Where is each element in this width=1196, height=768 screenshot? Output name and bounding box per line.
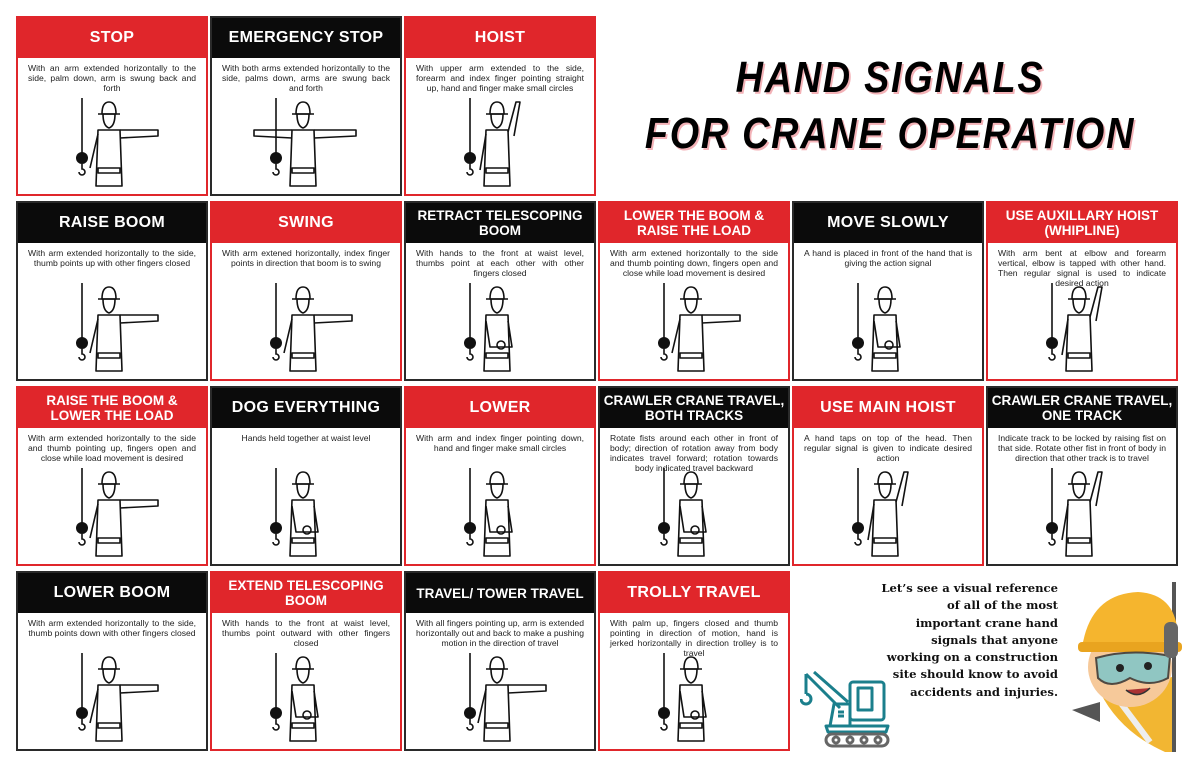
crawler-crane-icon xyxy=(800,670,890,748)
crane-signal-illustration xyxy=(1046,468,1103,557)
signal-card: USE AUXILLARY HOIST (WHIPLINE) With arm b… xyxy=(986,201,1178,381)
signal-card-title: RAISE BOOM xyxy=(18,203,206,243)
worker-mascot-image xyxy=(1072,582,1182,752)
crane-signal-illustration xyxy=(270,468,319,557)
signal-card-title: CRAWLER CRANE TRAVEL, ONE TRACK xyxy=(988,388,1176,428)
signal-card-title: DOG EVERYTHING xyxy=(212,388,400,428)
signal-card-title: EXTEND TELESCOPING BOOM xyxy=(212,573,400,613)
signal-card-title: TRAVEL/ TOWER TRAVEL xyxy=(406,573,594,613)
signal-card-description: With upper arm extended to the side, for… xyxy=(416,63,584,93)
crane-signal-illustration xyxy=(464,283,513,372)
crane-signal-illustration xyxy=(1046,283,1103,372)
signal-card-description: A hand taps on top of the head. Then reg… xyxy=(804,433,972,463)
signal-card-description: With all fingers pointing up, arm is ext… xyxy=(416,618,584,648)
signal-card-description: With arm extended horizontally to the si… xyxy=(28,618,196,638)
signal-card-description: With palm up, fingers closed and thumb p… xyxy=(610,618,778,658)
signal-card: USE MAIN HOIST A hand taps on top of the … xyxy=(792,386,984,566)
signal-card: EXTEND TELESCOPING BOOM With hands to the… xyxy=(210,571,402,751)
signal-card-title: USE AUXILLARY HOIST (WHIPLINE) xyxy=(988,203,1176,243)
signal-card-description: With arm and index finger pointing down,… xyxy=(416,433,584,453)
crane-signal-illustration xyxy=(658,653,707,742)
crane-signal-illustration xyxy=(658,283,741,372)
signal-card: SWING With arm extened horizontally, inde… xyxy=(210,201,402,381)
signal-card: MOVE SLOWLY A hand is placed in front of … xyxy=(792,201,984,381)
signal-card: LOWER With arm and index finger pointing … xyxy=(404,386,596,566)
intro-blurb: Let’s see a visual reference of all of t… xyxy=(881,581,1058,699)
signal-card-title: CRAWLER CRANE TRAVEL, BOTH TRACKS xyxy=(600,388,788,428)
signal-card-description: With arm extended horizontally to the si… xyxy=(28,248,196,268)
signal-card-description: With arm extened horizontally to the sid… xyxy=(610,248,778,278)
signal-card-title: LOWER BOOM xyxy=(18,573,206,613)
crane-signal-illustration xyxy=(270,283,353,372)
signal-card: CRAWLER CRANE TRAVEL, BOTH TRACKS Rotate … xyxy=(598,386,790,566)
crane-signal-illustration xyxy=(270,653,319,742)
signal-card-title: LOWER xyxy=(406,388,594,428)
crane-signal-illustration xyxy=(464,468,513,557)
signal-card: EMERGENCY STOP With both arms extended ho… xyxy=(210,16,402,196)
signal-card-title: HOIST xyxy=(406,18,594,58)
page-title: HAND SIGNALS FOR CRANE OPERATION xyxy=(641,50,1140,162)
title-line-2: FOR CRANE OPERATION xyxy=(644,109,1136,158)
crane-signal-illustration xyxy=(76,653,159,742)
signal-card-title: RETRACT TELESCOPING BOOM xyxy=(406,203,594,243)
crane-signal-illustration xyxy=(464,98,521,187)
crane-signal-illustration xyxy=(253,98,357,187)
crane-signal-illustration xyxy=(76,468,159,557)
signal-card-description: With an arm extended horizontally to the… xyxy=(28,63,196,93)
signal-card: STOP With an arm extended horizontally to… xyxy=(16,16,208,196)
signal-card-description: Indicate track to be locked by raising f… xyxy=(998,433,1166,463)
signal-card: LOWER BOOM With arm extended horizontally… xyxy=(16,571,208,751)
signal-card: RETRACT TELESCOPING BOOM With hands to th… xyxy=(404,201,596,381)
signal-card-description: A hand is placed in front of the hand th… xyxy=(804,248,972,268)
signal-card-title: MOVE SLOWLY xyxy=(794,203,982,243)
signal-card-description: Rotate fists around each other in front … xyxy=(610,433,778,473)
crane-signal-illustration xyxy=(658,468,707,557)
signal-card-description: With arm bent at elbow and forearm verti… xyxy=(998,248,1166,288)
signal-card: DOG EVERYTHING Hands held together at wai… xyxy=(210,386,402,566)
signal-card: LOWER THE BOOM & RAISE THE LOAD With arm … xyxy=(598,201,790,381)
signal-card-title: SWING xyxy=(212,203,400,243)
signal-card-description: With arm extended horizontally to the si… xyxy=(28,433,196,463)
crane-signal-illustration xyxy=(852,283,901,372)
signal-card-title: EMERGENCY STOP xyxy=(212,18,400,58)
signal-card: TRAVEL/ TOWER TRAVEL With all fingers poi… xyxy=(404,571,596,751)
signal-card-description: With both arms extended horizontally to … xyxy=(222,63,390,93)
signal-card-description: With hands to the front at waist level, … xyxy=(222,618,390,648)
signal-card-description: With hands to the front at waist level, … xyxy=(416,248,584,278)
signal-card-title: STOP xyxy=(18,18,206,58)
signal-card-title: USE MAIN HOIST xyxy=(794,388,982,428)
signal-card-description: With arm extened horizontally, index fin… xyxy=(222,248,390,268)
signal-card: RAISE THE BOOM & LOWER THE LOAD With arm … xyxy=(16,386,208,566)
signal-card-title: TROLLY TRAVEL xyxy=(600,573,788,613)
signal-card: CRAWLER CRANE TRAVEL, ONE TRACK Indicate … xyxy=(986,386,1178,566)
crane-signal-illustration xyxy=(76,98,159,187)
signal-card: RAISE BOOM With arm extended horizontally… xyxy=(16,201,208,381)
crane-signal-illustration xyxy=(76,283,159,372)
crane-signal-illustration xyxy=(464,653,547,742)
signal-card-title: RAISE THE BOOM & LOWER THE LOAD xyxy=(18,388,206,428)
signal-card: HOIST With upper arm extended to the side… xyxy=(404,16,596,196)
crane-signal-illustration xyxy=(852,468,909,557)
signal-card: TROLLY TRAVEL With palm up, fingers close… xyxy=(598,571,790,751)
title-line-1: HAND SIGNALS xyxy=(735,53,1045,102)
signal-card-description: Hands held together at waist level xyxy=(241,433,371,443)
signal-card-title: LOWER THE BOOM & RAISE THE LOAD xyxy=(600,203,788,243)
